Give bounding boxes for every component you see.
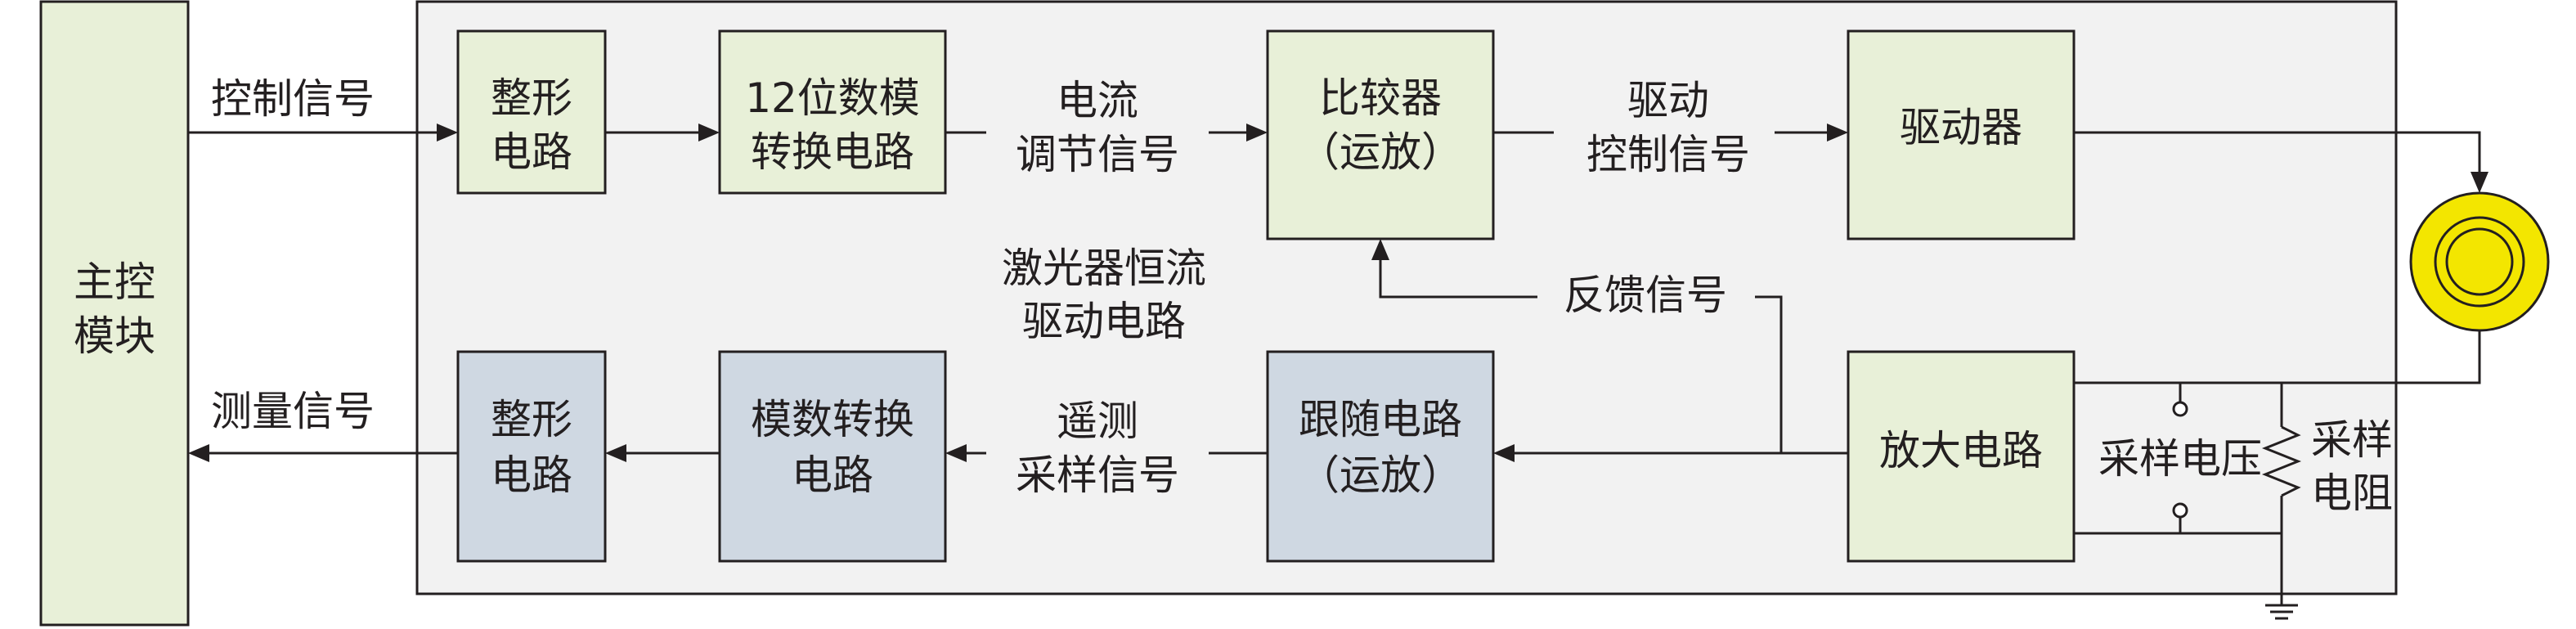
follower-label-2: （运放） [1299, 452, 1462, 499]
dac-label-1: 12位数模 [745, 74, 920, 122]
adc-label-2: 电路 [792, 452, 873, 499]
panel-title-1: 激光器恒流 [1002, 245, 1206, 292]
telemetry-label-1: 遥测 [1057, 398, 1138, 445]
amplifier-label: 放大电路 [1879, 427, 2043, 474]
measure-signal-label: 测量信号 [211, 388, 375, 435]
comparator-label-2: （运放） [1299, 128, 1462, 176]
current-adjust-label-bg [986, 74, 1209, 188]
main-control-label-1: 主控 [74, 258, 155, 306]
shaping-to-dac-arrow [698, 124, 720, 142]
drive-control-label-2: 控制信号 [1586, 131, 1750, 178]
driver-to-led-line [2074, 131, 2481, 173]
comparator-to-driver-arrow [1827, 124, 1848, 142]
bottom-shaping-label-1: 整形 [491, 396, 572, 443]
panel-title-2: 驱动电路 [1022, 298, 1186, 345]
current-adjust-label-2: 调节信号 [1016, 131, 1179, 178]
voltage-tap-bottom-terminal [2172, 502, 2188, 519]
amplifier-box [1847, 350, 2076, 563]
comparator-box [1266, 29, 1495, 240]
led-icon [2409, 191, 2550, 332]
sampling-voltage-label: 采样电压 [2098, 435, 2262, 483]
amplifier-to-follower-arrow [1493, 444, 1515, 462]
feedback-label-bg [1537, 266, 1755, 325]
top-shaping-label-2: 电路 [491, 128, 572, 176]
driver-to-led-arrow [2471, 172, 2488, 193]
top-shaping-box [456, 29, 607, 195]
adc-label-1: 模数转换 [751, 396, 914, 443]
follower-to-adc-arrow [945, 444, 967, 462]
dac-box [718, 29, 947, 195]
bottom-shaping-label-2: 电路 [491, 452, 572, 499]
sampling-resistor-label-2: 电阻 [2311, 470, 2393, 517]
current-adjust-label-1: 电流 [1057, 77, 1138, 124]
feedback-label: 反馈信号 [1564, 272, 1727, 319]
voltage-tap-top-terminal [2172, 401, 2188, 417]
measure-signal-arrow [188, 444, 209, 462]
telemetry-label-bg [986, 394, 1209, 509]
drive-control-label-bg [1554, 74, 1775, 188]
ground-icon [2265, 604, 2298, 620]
drive-control-label-1: 驱动 [1627, 77, 1709, 124]
comparator-label-1: 比较器 [1319, 74, 1442, 122]
feedback-arrow [1371, 239, 1389, 260]
driver-box [1847, 29, 2076, 240]
follower-box [1266, 350, 1495, 563]
main-control-module [39, 0, 190, 627]
dac-to-comparator-arrow [1246, 124, 1268, 142]
bottom-shaping-box [456, 350, 607, 563]
dac-label-2: 转换电路 [751, 128, 914, 176]
telemetry-label-2: 采样信号 [1016, 452, 1179, 499]
resistor-icon [2261, 425, 2302, 497]
adc-to-shaping-arrow [605, 444, 626, 462]
control-signal-arrow [437, 124, 458, 142]
led-return-line [2074, 330, 2481, 384]
sampling-resistor-label-1: 采样 [2311, 416, 2393, 464]
adc-box [718, 350, 947, 563]
top-shaping-label-1: 整形 [491, 74, 572, 122]
main-control-label-2: 模块 [74, 312, 155, 360]
driver-label: 驱动器 [1900, 104, 2022, 151]
follower-label-1: 跟随电路 [1299, 396, 1462, 443]
control-signal-label: 控制信号 [211, 75, 375, 123]
